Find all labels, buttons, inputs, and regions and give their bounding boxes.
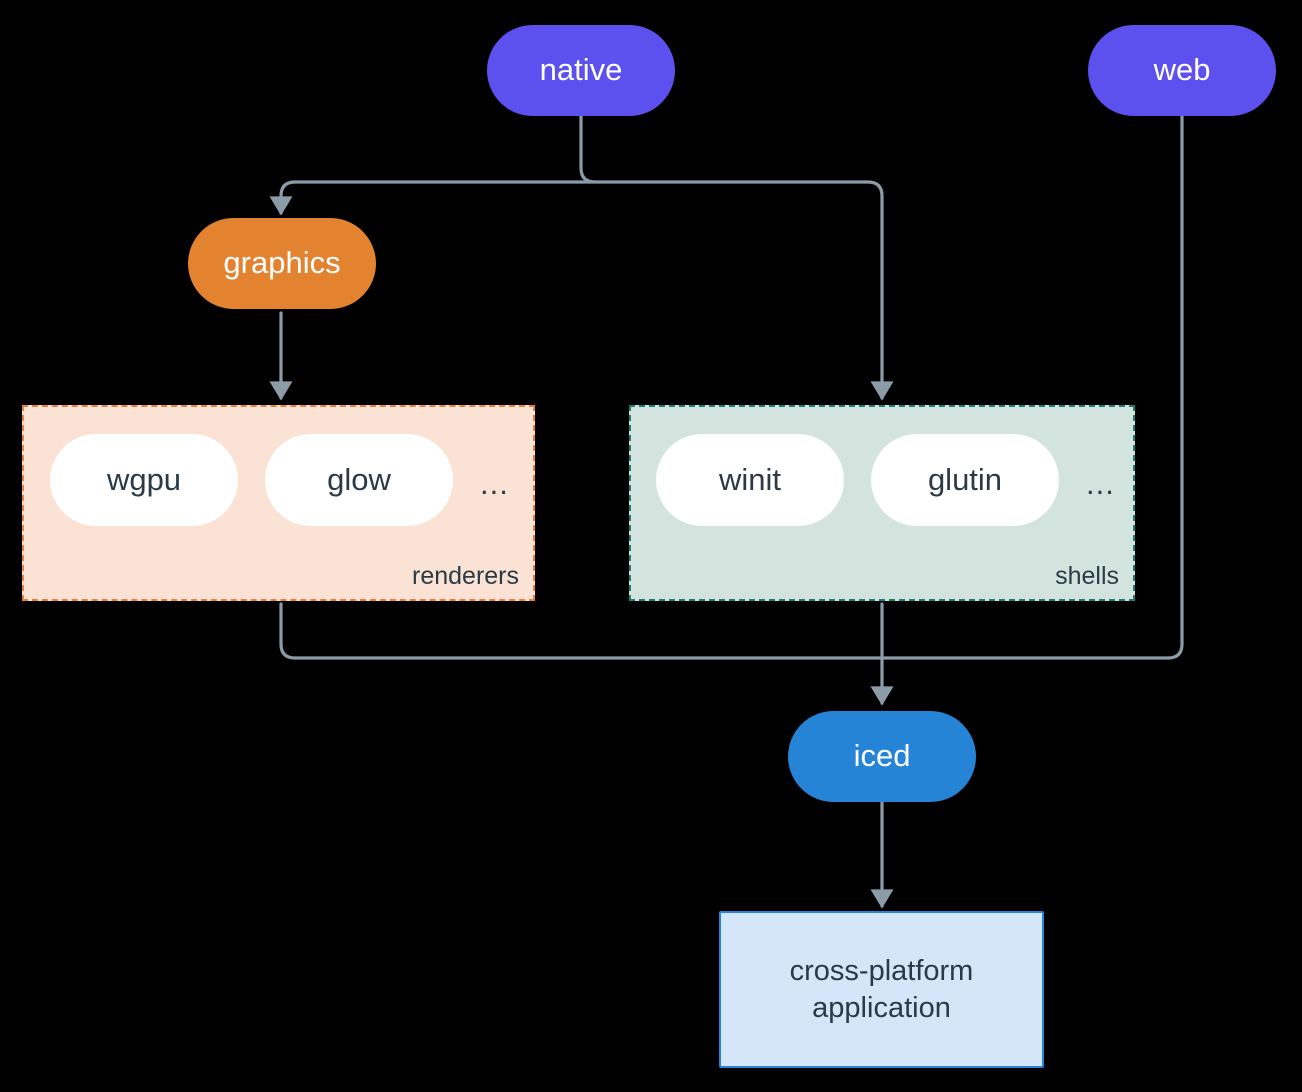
node-web-label: web <box>1153 52 1211 88</box>
leaf-glow[interactable]: glow <box>265 434 453 526</box>
leaf-glutin[interactable]: glutin <box>871 434 1059 526</box>
application-label-line1: cross-platform <box>789 955 974 988</box>
application-label-line2: application <box>812 991 951 1024</box>
node-native[interactable]: native <box>487 25 675 116</box>
edge-native-to-graphics <box>269 180 583 216</box>
node-cross-platform-application[interactable]: cross-platform application <box>719 911 1044 1068</box>
leaf-wgpu-label: wgpu <box>106 462 182 497</box>
edge-native-trunk <box>579 114 597 184</box>
edge-renderers-to-iced <box>279 602 884 660</box>
leaf-winit-label: winit <box>718 462 781 497</box>
renderers-overflow-ellipsis: ... <box>480 466 509 501</box>
node-graphics[interactable]: graphics <box>188 218 376 309</box>
leaf-winit[interactable]: winit <box>656 434 844 526</box>
edge-native-to-shells <box>579 180 894 401</box>
leaf-glutin-label: glutin <box>927 462 1003 497</box>
node-graphics-label: graphics <box>223 245 341 281</box>
leaf-wgpu[interactable]: wgpu <box>50 434 238 526</box>
shells-overflow-ellipsis: ... <box>1086 466 1115 501</box>
node-iced-label: iced <box>853 738 911 774</box>
group-renderers-label: renderers <box>412 562 519 590</box>
node-native-label: native <box>539 52 623 88</box>
node-web[interactable]: web <box>1088 25 1276 116</box>
node-iced[interactable]: iced <box>788 711 976 802</box>
leaf-glow-label: glow <box>327 462 391 497</box>
group-shells-label: shells <box>1055 562 1119 590</box>
